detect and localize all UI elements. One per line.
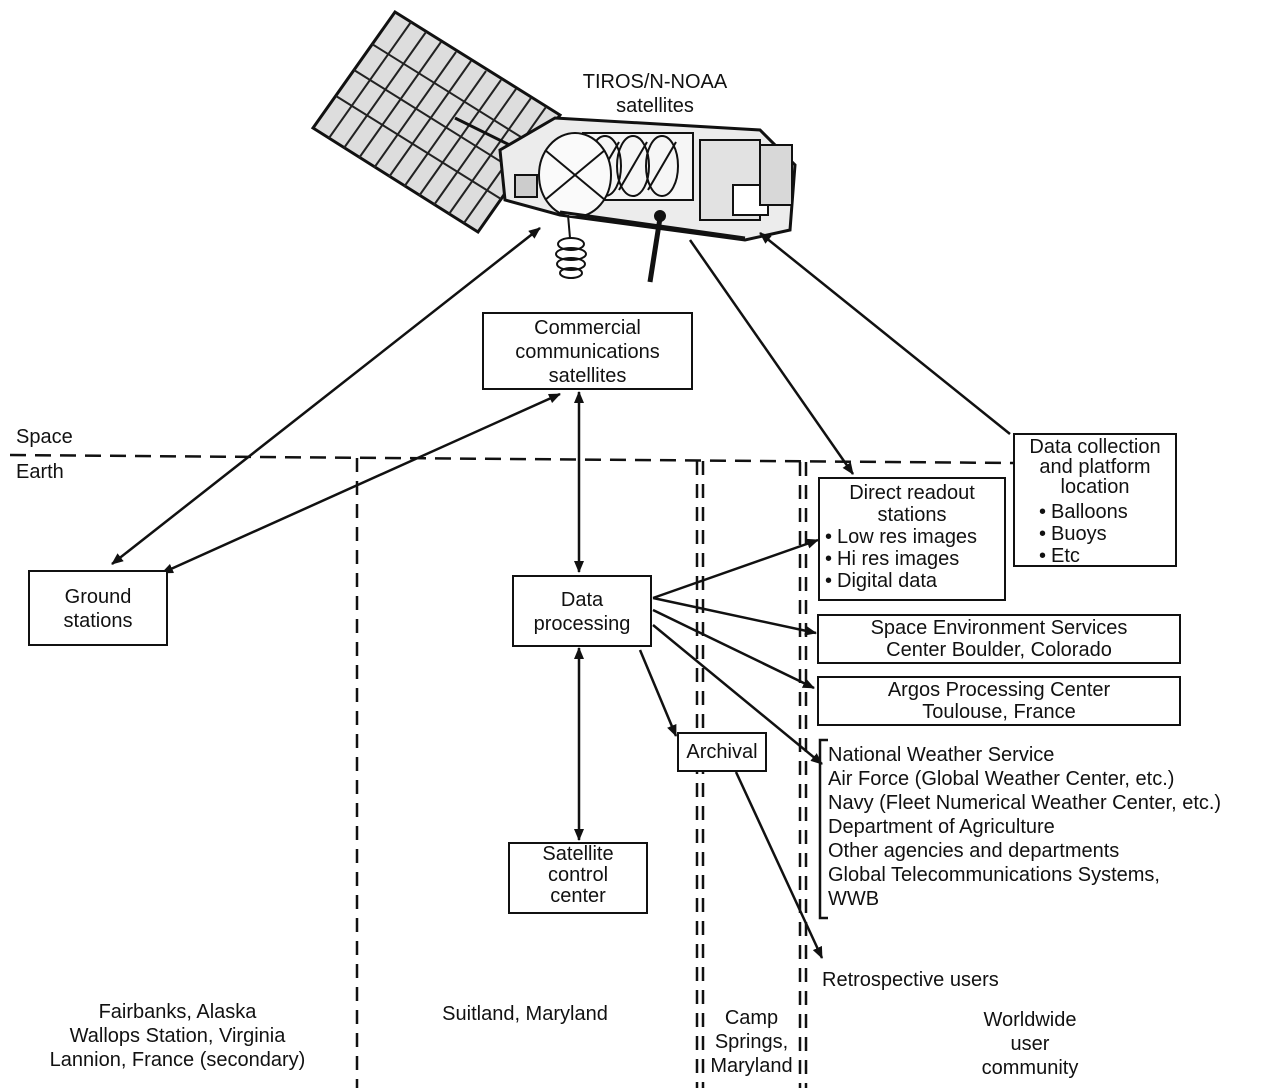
- arrow-processing-archival: [638, 649, 678, 737]
- direct-readout-box: Direct readout stations Low res images H…: [818, 477, 1006, 601]
- readout-item: Low res images: [825, 526, 1004, 548]
- commercial-satellites-box: Commercial communications satellites: [482, 312, 693, 390]
- agencies-bracket: [818, 738, 828, 920]
- arrow-satellite-readout: [688, 239, 855, 475]
- agency-item: Navy (Fleet Numerical Weather Center, et…: [828, 792, 1222, 814]
- data-collection-box: Data collection and platform location Ba…: [1013, 433, 1177, 567]
- arrow-ground-commercial: [161, 392, 561, 575]
- location-suitland: Suitland, Maryland: [442, 1003, 608, 1025]
- earth-label: Earth: [16, 461, 64, 483]
- region-dividers: [355, 458, 808, 1088]
- arrow-processing-space-env: [652, 596, 817, 636]
- readout-item: Digital data: [825, 570, 1004, 592]
- satellite-control-center-box: Satellite control center: [508, 842, 648, 914]
- collection-item: Etc: [1039, 545, 1175, 567]
- agency-item: Other agencies and departments: [828, 840, 1120, 862]
- arrow-processing-agencies: [652, 624, 823, 765]
- agencies-list: National Weather Service Air Force (Glob…: [828, 743, 1221, 911]
- readout-item: Hi res images: [825, 548, 1004, 570]
- space-earth-boundary: [9, 453, 1016, 465]
- retrospective-users-label: Retrospective users: [822, 969, 999, 991]
- arrow-collection-satellite: [759, 232, 1011, 435]
- satellite-illustration: [310, 9, 797, 283]
- space-environment-box: Space Environment Services Center Boulde…: [817, 614, 1181, 664]
- collection-item: Buoys: [1039, 523, 1175, 545]
- agency-item: Air Force (Global Weather Center, etc.): [828, 768, 1175, 790]
- satellite-title: TIROS/N-NOAA satellites: [582, 71, 728, 117]
- ground-stations-box: Ground stations: [28, 570, 168, 646]
- arrow-processing-readout: [652, 538, 819, 600]
- agency-item: National Weather Service: [828, 744, 1055, 766]
- arrow-archival-retrospective: [734, 771, 824, 959]
- location-camp-springs: Camp Springs, Maryland: [710, 1007, 793, 1077]
- agency-item: Global Telecommunications Systems,: [828, 864, 1160, 886]
- location-alaska: Fairbanks, Alaska Wallops Station, Virgi…: [49, 1001, 306, 1071]
- agency-item: Department of Agriculture: [828, 816, 1055, 838]
- data-processing-box: Data processing: [512, 575, 652, 647]
- arrow-satellite-ground: [111, 227, 541, 565]
- space-label: Space: [16, 426, 73, 448]
- arrow-processing-argos: [652, 608, 815, 690]
- agency-item: WWB: [828, 888, 880, 910]
- argos-processing-box: Argos Processing Center Toulouse, France: [817, 676, 1181, 726]
- collection-item: Balloons: [1039, 501, 1175, 523]
- archival-box: Archival: [677, 732, 767, 772]
- location-worldwide: Worldwide user community: [981, 1009, 1079, 1079]
